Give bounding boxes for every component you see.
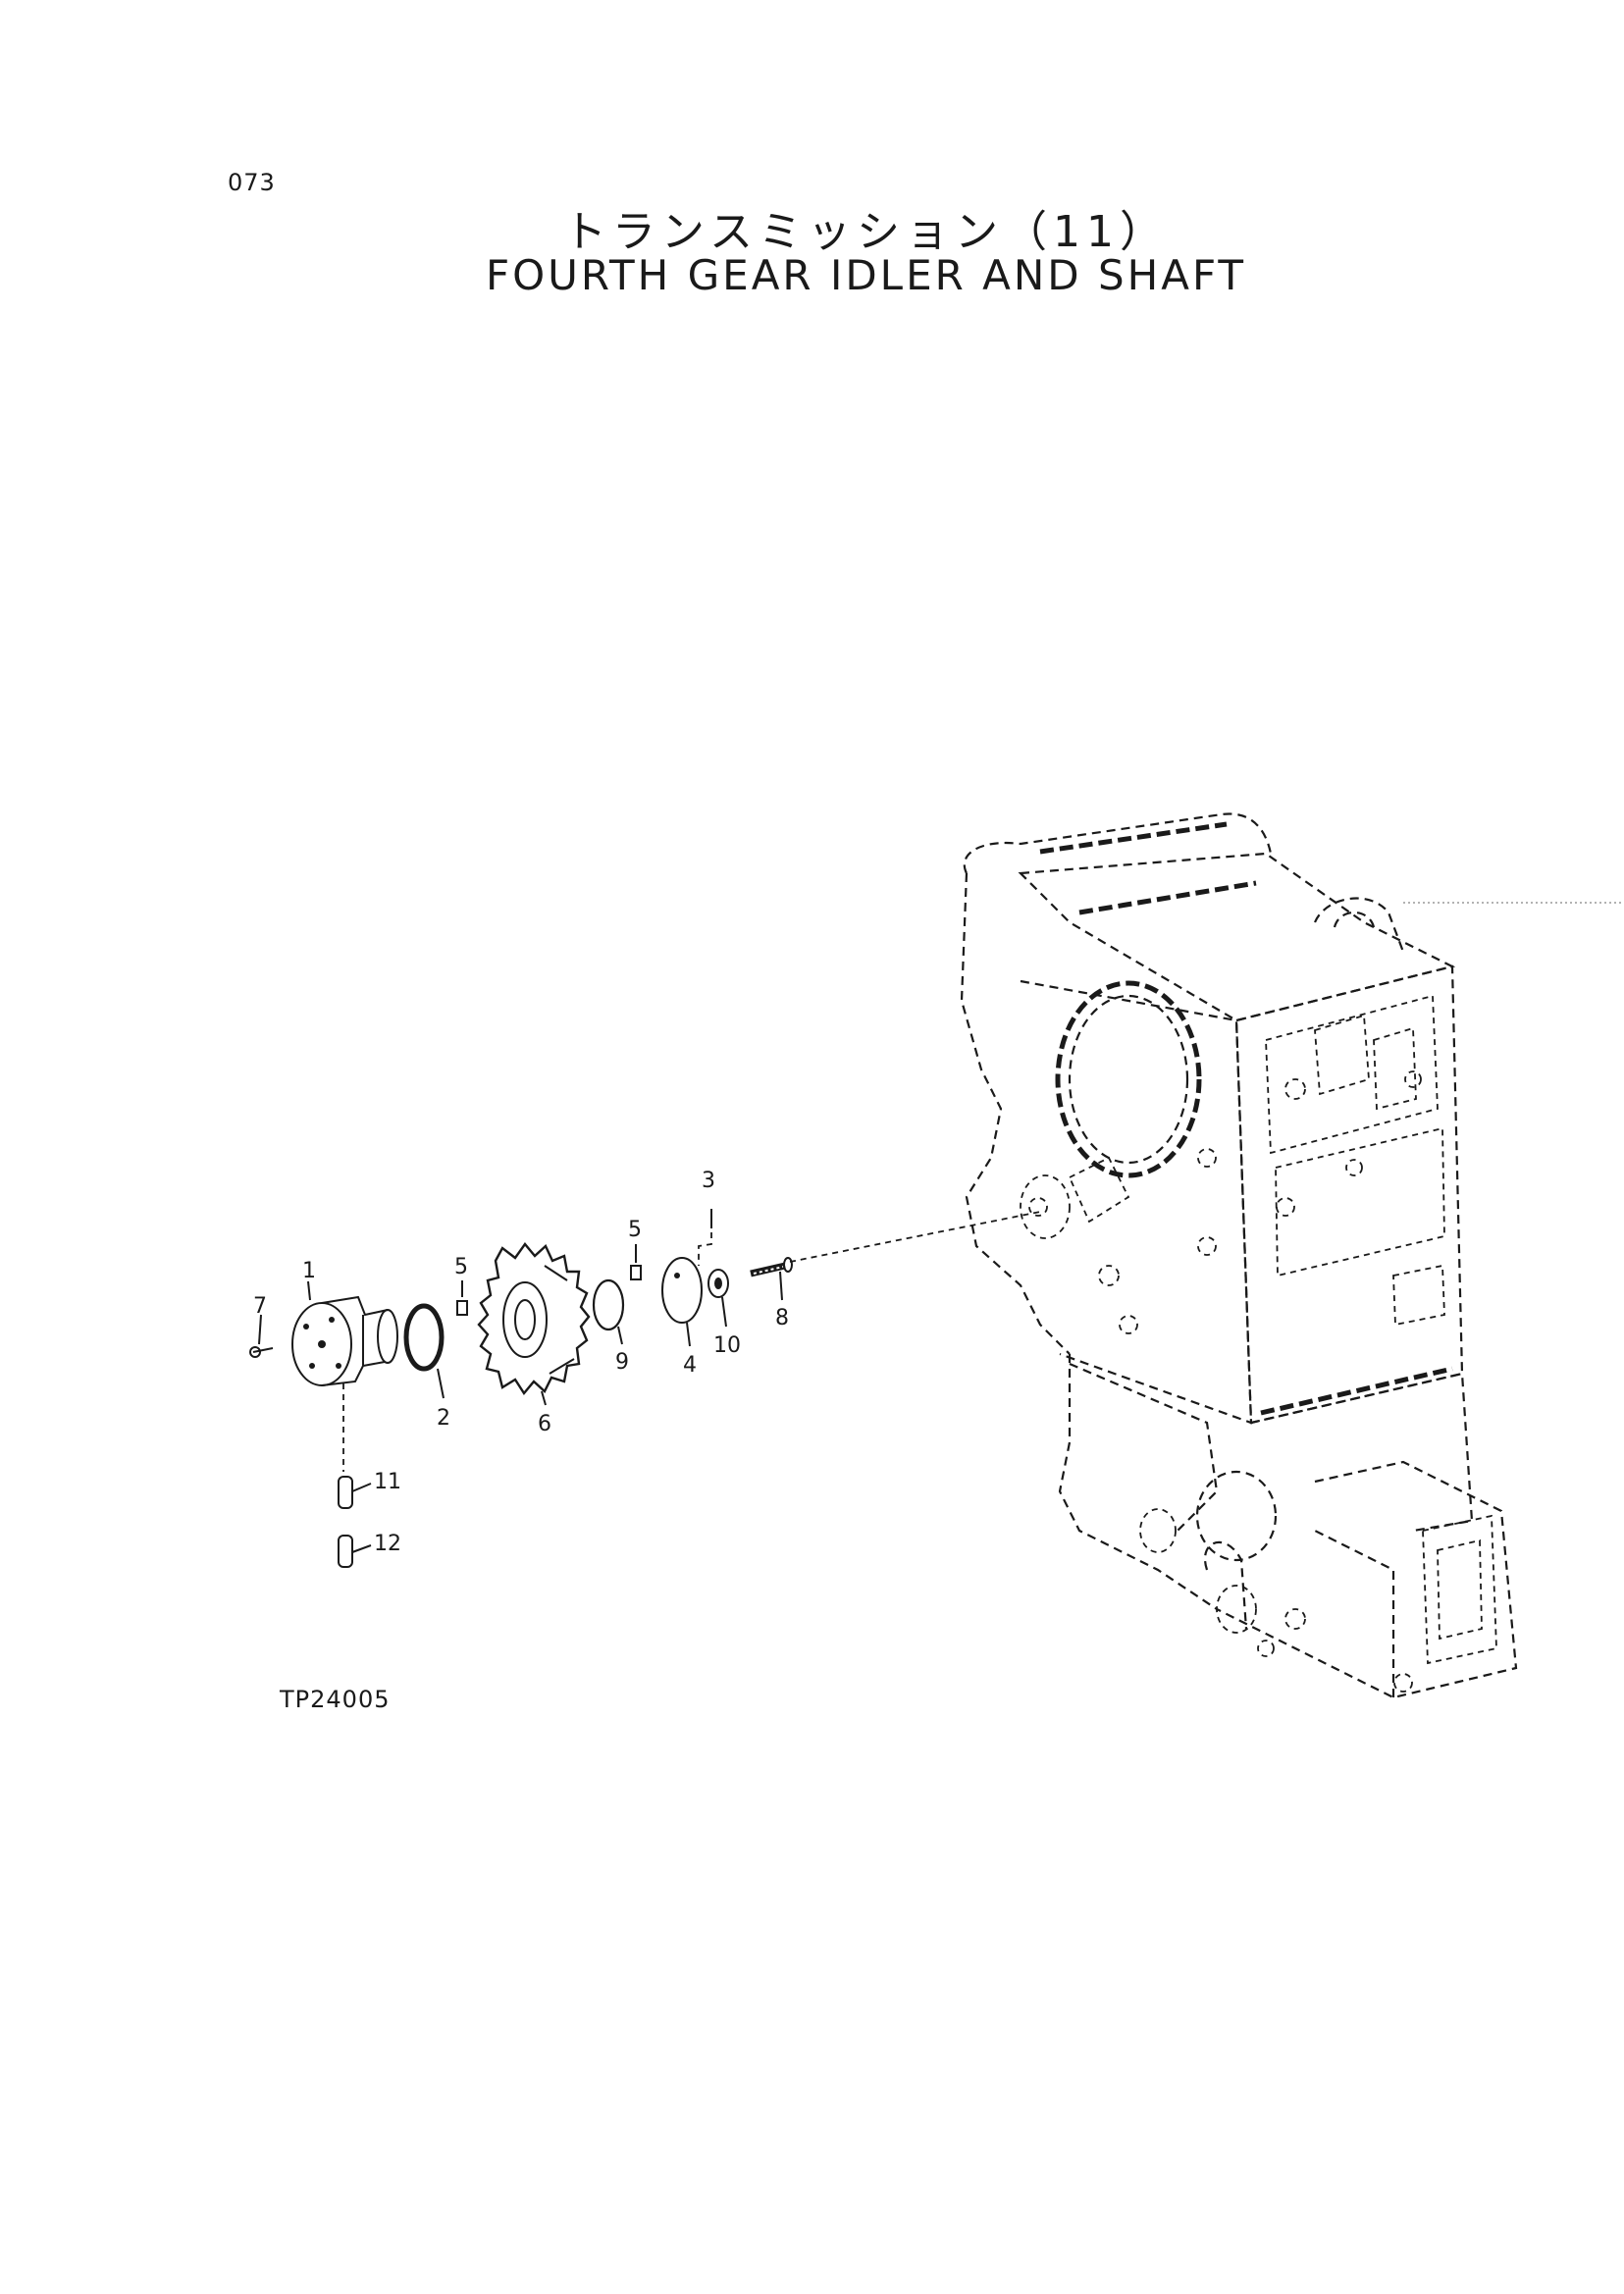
assembly-axis-line — [789, 1211, 1041, 1263]
part-6-gear — [477, 1242, 591, 1396]
part-10-washer — [707, 1269, 729, 1298]
title-english: FOURTH GEAR IDLER AND SHAFT — [485, 251, 1247, 299]
transmission-housing — [960, 812, 1624, 1699]
callout-3: 3 — [702, 1169, 715, 1193]
callout-5-right: 5 — [628, 1218, 642, 1242]
part-9-o-ring — [592, 1278, 625, 1331]
part-11-dowel — [338, 1476, 372, 1509]
part-1-idler-shaft — [291, 1295, 398, 1472]
callout-10: 10 — [713, 1333, 741, 1358]
part-8-bolt — [750, 1257, 793, 1277]
title-japanese: トランスミッション（11） — [562, 207, 1170, 257]
callout-12: 12 — [374, 1532, 401, 1556]
part-2-o-ring — [403, 1303, 445, 1372]
part-5-pin-left — [456, 1280, 468, 1316]
callout-9: 9 — [615, 1350, 629, 1375]
part-12-dowel — [338, 1535, 372, 1568]
leader-2 — [437, 1368, 445, 1399]
part-3-lock-pin — [698, 1209, 712, 1266]
leader-1 — [307, 1280, 311, 1301]
callout-8: 8 — [775, 1306, 789, 1330]
callout-2: 2 — [437, 1406, 450, 1431]
leader-10 — [721, 1296, 727, 1328]
callout-7: 7 — [253, 1294, 267, 1319]
callout-6: 6 — [538, 1412, 551, 1436]
leader-6 — [541, 1390, 547, 1406]
page-number: 073 — [228, 169, 276, 196]
leader-4 — [686, 1322, 691, 1347]
callout-4: 4 — [683, 1353, 697, 1378]
part-4-thrust-washer — [661, 1257, 703, 1324]
callout-5-left: 5 — [454, 1255, 468, 1279]
figure-code: TP24005 — [280, 1686, 391, 1713]
part-5-pin-right — [630, 1244, 642, 1280]
callout-11: 11 — [374, 1470, 401, 1494]
leader-9 — [617, 1326, 623, 1345]
callout-1: 1 — [302, 1259, 316, 1283]
leader-8 — [779, 1271, 783, 1301]
part-7-bolt — [249, 1314, 274, 1358]
